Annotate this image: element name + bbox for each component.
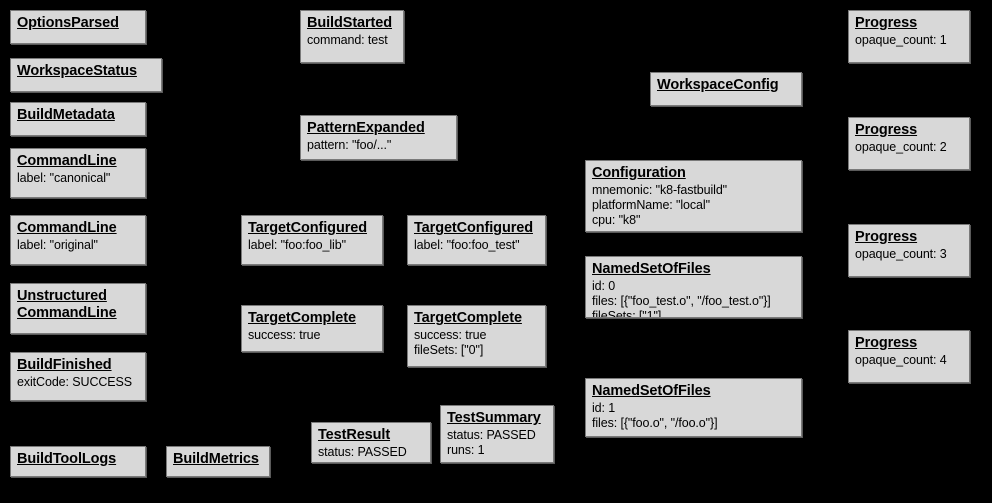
node-field: files: [{"foo.o", "/foo.o"}]: [592, 416, 718, 430]
node-field: label: "original": [17, 238, 98, 252]
node-fields: opaque_count: 4: [855, 353, 963, 368]
node-unstructured-command-line[interactable]: Unstructured CommandLine: [10, 283, 146, 334]
node-build-started[interactable]: BuildStarted command: test: [300, 10, 404, 63]
node-field: status: PASSED: [447, 428, 536, 442]
node-fields: label: "foo:foo_test": [414, 238, 539, 253]
node-field: opaque_count: 3: [855, 247, 947, 261]
node-title: BuildToolLogs: [17, 451, 117, 467]
node-title: TestSummary: [447, 410, 541, 426]
node-fields: label: "foo:foo_lib": [248, 238, 376, 253]
node-title: Progress: [855, 229, 918, 245]
node-title: CommandLine: [17, 220, 117, 236]
node-command-line-canonical[interactable]: CommandLine label: "canonical": [10, 148, 146, 198]
node-fields: exitCode: SUCCESS: [17, 375, 139, 390]
node-field: pattern: "foo/...": [307, 138, 392, 152]
node-fields: opaque_count: 1: [855, 33, 963, 48]
node-progress-1[interactable]: Progress opaque_count: 1: [848, 10, 970, 63]
node-configuration[interactable]: Configuration mnemonic: "k8-fastbuild"pla…: [585, 160, 802, 232]
node-fields: opaque_count: 3: [855, 247, 963, 262]
node-title: BuildFinished: [17, 357, 112, 373]
node-progress-3[interactable]: Progress opaque_count: 3: [848, 224, 970, 277]
node-title: Unstructured CommandLine: [17, 288, 117, 321]
node-field: label: "foo:foo_test": [414, 238, 520, 252]
node-fields: mnemonic: "k8-fastbuild"platformName: "l…: [592, 183, 795, 228]
node-pattern-expanded[interactable]: PatternExpanded pattern: "foo/...": [300, 115, 457, 160]
node-field: platformName: "local": [592, 198, 710, 212]
node-target-configured-lib[interactable]: TargetConfigured label: "foo:foo_lib": [241, 215, 383, 265]
node-field: success: true: [414, 328, 487, 342]
node-build-metrics[interactable]: BuildMetrics: [166, 446, 270, 477]
node-build-metadata[interactable]: BuildMetadata: [10, 102, 146, 136]
node-progress-2[interactable]: Progress opaque_count: 2: [848, 117, 970, 170]
node-field: exitCode: SUCCESS: [17, 375, 133, 389]
node-field: command: test: [307, 33, 388, 47]
node-title: WorkspaceStatus: [17, 63, 137, 79]
node-title: Progress: [855, 15, 918, 31]
node-title: PatternExpanded: [307, 120, 425, 136]
node-field: opaque_count: 1: [855, 33, 947, 47]
node-fields: pattern: "foo/...": [307, 138, 450, 153]
node-field: success: true: [248, 328, 321, 342]
node-target-configured-test[interactable]: TargetConfigured label: "foo:foo_test": [407, 215, 546, 265]
node-title: CommandLine: [17, 153, 117, 169]
node-workspace-status[interactable]: WorkspaceStatus: [10, 58, 162, 92]
node-title: Progress: [855, 335, 918, 351]
node-fields: command: test: [307, 33, 397, 48]
node-field: mnemonic: "k8-fastbuild": [592, 183, 728, 197]
node-title: BuildMetadata: [17, 107, 115, 123]
node-field: runs: 1: [447, 443, 485, 457]
node-fields: success: true: [248, 328, 376, 343]
node-field: label: "foo:foo_lib": [248, 238, 346, 252]
node-build-tool-logs[interactable]: BuildToolLogs: [10, 446, 146, 477]
node-field: id: 0: [592, 279, 616, 293]
node-title: TargetConfigured: [248, 220, 367, 236]
node-build-finished[interactable]: BuildFinished exitCode: SUCCESS: [10, 352, 146, 401]
node-title: Progress: [855, 122, 918, 138]
node-field: id: 1: [592, 401, 616, 415]
node-field: fileSets: ["0"]: [414, 343, 484, 357]
node-title: NamedSetOfFiles: [592, 383, 711, 399]
node-command-line-original[interactable]: CommandLine label: "original": [10, 215, 146, 265]
node-title: TargetComplete: [414, 310, 522, 326]
node-field: files: [{"foo_test.o", "/foo_test.o"}]: [592, 294, 771, 308]
node-title: BuildStarted: [307, 15, 393, 31]
node-test-result[interactable]: TestResult status: PASSED: [311, 422, 431, 463]
node-title: NamedSetOfFiles: [592, 261, 711, 277]
node-title: WorkspaceConfig: [657, 77, 779, 93]
node-field: label: "canonical": [17, 171, 111, 185]
node-field: opaque_count: 4: [855, 353, 947, 367]
node-target-complete-lib[interactable]: TargetComplete success: true: [241, 305, 383, 352]
node-fields: opaque_count: 2: [855, 140, 963, 155]
node-progress-4[interactable]: Progress opaque_count: 4: [848, 330, 970, 383]
node-fields: status: PASSED: [318, 445, 424, 460]
node-field: opaque_count: 2: [855, 140, 947, 154]
node-options-parsed[interactable]: OptionsParsed: [10, 10, 146, 44]
node-field: cpu: "k8": [592, 213, 641, 227]
node-title: TestResult: [318, 427, 391, 443]
node-fields: label: "original": [17, 238, 139, 253]
node-title: TargetConfigured: [414, 220, 533, 236]
node-workspace-config[interactable]: WorkspaceConfig: [650, 72, 802, 106]
node-title: OptionsParsed: [17, 15, 119, 31]
node-title: BuildMetrics: [173, 451, 259, 467]
node-field: fileSets: ["1"]: [592, 309, 662, 318]
node-title: Configuration: [592, 165, 686, 181]
node-title: TargetComplete: [248, 310, 356, 326]
node-fields: label: "canonical": [17, 171, 139, 186]
node-field: status: PASSED: [318, 445, 407, 459]
